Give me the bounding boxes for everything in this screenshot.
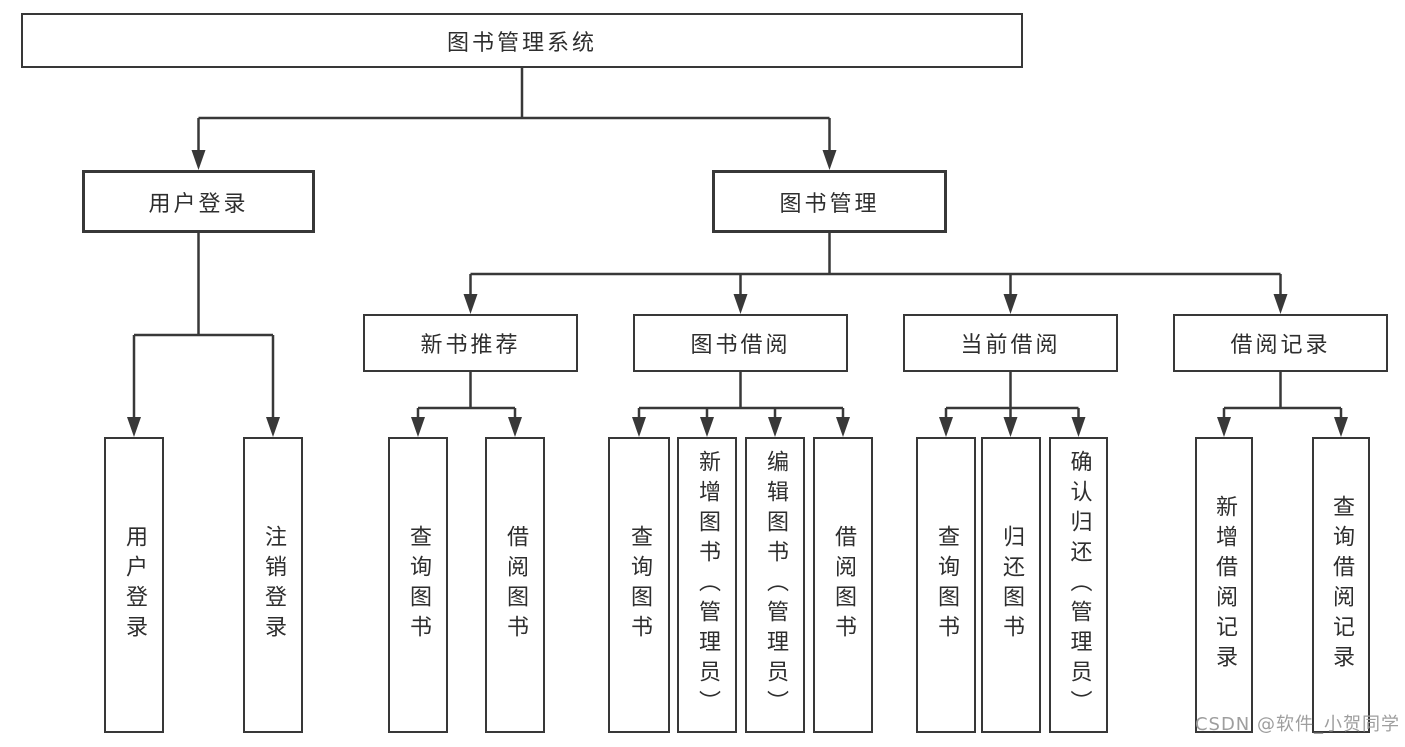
leaf-br-add-record: 新增借阅记录: [1195, 437, 1253, 733]
leaf-user-login-label: 用户登录: [122, 525, 147, 645]
leaf-bb-query-books: 查询图书: [608, 437, 670, 733]
leaf-bb-add-book-admin-label: 新增图书（管理员）: [695, 450, 720, 720]
leaf-br-query-record: 查询借阅记录: [1312, 437, 1370, 733]
leaf-br-add-record-label: 新增借阅记录: [1212, 495, 1237, 675]
leaf-logout: 注销登录: [243, 437, 303, 733]
node-current-borrowing: 当前借阅: [903, 314, 1118, 372]
csdn-watermark: CSDN @软件_小贺同学: [1194, 714, 1400, 735]
leaf-bb-borrow-books-label: 借阅图书: [831, 525, 856, 645]
leaf-bb-edit-book-admin-label: 编辑图书（管理员）: [763, 450, 788, 720]
tree-edges: [132, 68, 1343, 419]
leaf-cb-return-books-label: 归还图书: [999, 525, 1024, 645]
leaf-bb-add-book-admin: 新增图书（管理员）: [677, 437, 737, 733]
leaf-user-login: 用户登录: [104, 437, 164, 733]
node-book-management: 图书管理: [712, 170, 947, 233]
node-library-system-root: 图书管理系统: [21, 13, 1023, 68]
node-borrowing-records: 借阅记录: [1173, 314, 1388, 372]
leaf-cb-confirm-return-admin: 确认归还（管理员）: [1049, 437, 1108, 733]
node-book-borrowing: 图书借阅: [633, 314, 848, 372]
arrowheads: [127, 150, 1348, 437]
leaf-cb-return-books: 归还图书: [981, 437, 1041, 733]
leaf-cb-query-books-label: 查询图书: [934, 525, 959, 645]
leaf-cb-confirm-return-admin-label: 确认归还（管理员）: [1066, 450, 1092, 720]
node-new-book-recommend: 新书推荐: [363, 314, 578, 372]
leaf-bb-query-books-label: 查询图书: [627, 525, 652, 645]
leaf-nb-borrow-books: 借阅图书: [485, 437, 545, 733]
leaf-bb-edit-book-admin: 编辑图书（管理员）: [745, 437, 805, 733]
leaf-br-query-record-label: 查询借阅记录: [1329, 495, 1354, 675]
node-user-login: 用户登录: [82, 170, 315, 233]
leaf-cb-query-books: 查询图书: [916, 437, 976, 733]
leaf-nb-query-books-label: 查询图书: [406, 525, 431, 645]
leaf-bb-borrow-books: 借阅图书: [813, 437, 873, 733]
leaf-logout-label: 注销登录: [261, 525, 286, 645]
leaf-nb-borrow-books-label: 借阅图书: [503, 525, 528, 645]
leaf-nb-query-books: 查询图书: [388, 437, 448, 733]
